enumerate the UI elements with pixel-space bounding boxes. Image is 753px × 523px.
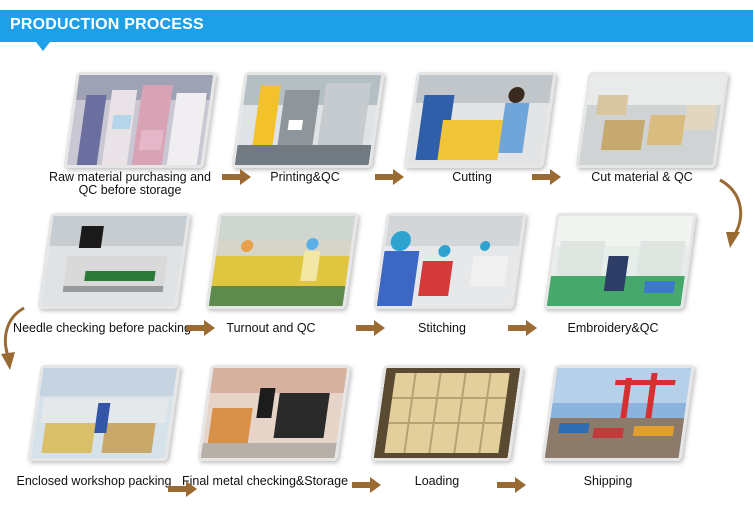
arrow-right-icon xyxy=(222,169,251,185)
arrow-right-icon xyxy=(532,169,561,185)
cutting-worker-photo xyxy=(403,72,557,168)
packing-workshop-photo xyxy=(27,365,181,461)
step-label-5: Needle checking before packing xyxy=(13,321,191,335)
banner-pointer xyxy=(36,42,50,51)
arrow-right-icon xyxy=(497,477,526,493)
arrow-right-icon xyxy=(508,320,537,336)
step-label-10: Final metal checking&Storage xyxy=(181,474,349,488)
step-label-6: Turnout and QC xyxy=(226,321,316,335)
arrow-right-icon xyxy=(356,320,385,336)
arrow-right-icon xyxy=(375,169,404,185)
step-label-4: Cut material & QC xyxy=(591,170,693,184)
page-title: PRODUCTION PROCESS xyxy=(10,16,204,33)
step-label-12: Shipping xyxy=(583,474,633,488)
embroidery-machines-photo xyxy=(543,213,697,309)
turnout-table-photo xyxy=(205,213,359,309)
step-label-8: Embroidery&QC xyxy=(567,321,659,335)
curved-arrow-down-icon xyxy=(1,306,25,370)
cut-material-boxes-photo xyxy=(575,72,729,168)
step-label-7: Stitching xyxy=(418,321,466,335)
stitching-workers-photo xyxy=(373,213,527,309)
arrow-right-icon xyxy=(168,481,197,497)
printing-machine-photo xyxy=(231,72,385,168)
step-label-1: Raw material purchasing and QC before st… xyxy=(49,170,211,197)
needle-detector-photo xyxy=(37,213,191,309)
header-banner: PRODUCTION PROCESS xyxy=(0,10,753,42)
curved-arrow-down-icon xyxy=(719,178,743,248)
container-port-photo xyxy=(541,365,695,461)
arrow-right-icon xyxy=(352,477,381,493)
step-label-9: Enclosed workshop packing xyxy=(16,474,172,488)
step-label-3: Cutting xyxy=(452,170,492,184)
warehouse-shelves-photo xyxy=(63,72,217,168)
metal-check-storage-photo xyxy=(197,365,351,461)
step-label-2: Printing&QC xyxy=(270,170,340,184)
loaded-container-photo xyxy=(370,365,524,461)
arrow-right-icon xyxy=(186,320,215,336)
step-label-11: Loading xyxy=(414,474,460,488)
